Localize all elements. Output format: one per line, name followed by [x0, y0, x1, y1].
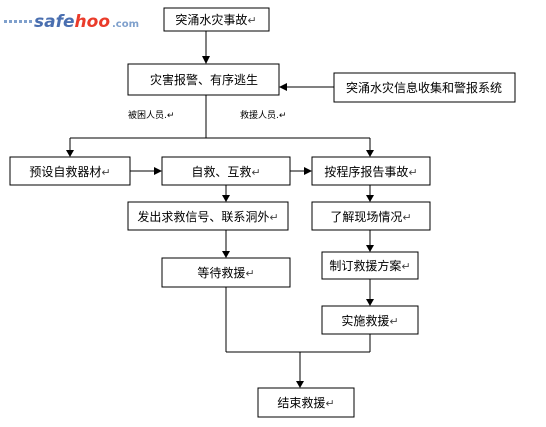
node-self-rescue: 自救、互救↵	[161, 156, 291, 186]
node-end: 结束救援↵	[257, 387, 355, 418]
connectors	[66, 31, 374, 388]
svg-text:突涌水灾信息收集和警报系统: 突涌水灾信息收集和警报系统	[346, 80, 502, 95]
svg-text:预设自救器材↵: 预设自救器材↵	[29, 164, 110, 179]
logo-text-tld: .com	[112, 19, 139, 30]
node-plan: 制订救援方案↵	[321, 251, 419, 280]
node-alarm: 灾害报警、有序逃生	[127, 63, 280, 96]
logo-text-safe: safe	[34, 12, 75, 32]
logo-text-hoo: hoo	[75, 12, 111, 32]
node-implement: 实施救援↵	[321, 305, 419, 335]
node-flood: 突涌水灾事故↵	[163, 7, 270, 32]
paragraph-mark: .↵	[164, 111, 174, 121]
svg-text:自救、互救↵: 自救、互救↵	[191, 164, 260, 179]
node-report: 按程序报告事故↵	[311, 156, 431, 186]
paragraph-mark: .↵	[276, 111, 286, 121]
svg-text:制订救援方案↵: 制订救援方案↵	[329, 258, 410, 273]
safehoo-logo: safehoo .com	[4, 12, 139, 32]
svg-text:safehoo: safehoo	[34, 12, 110, 32]
node-wait: 等待救援↵	[161, 257, 291, 288]
node-info-system: 突涌水灾信息收集和警报系统	[333, 72, 516, 103]
svg-text:发出求救信号、联系洞外↵: 发出求救信号、联系洞外↵	[137, 209, 278, 224]
svg-text:结束救援↵: 结束救援↵	[277, 395, 334, 410]
edge-label-trapped: 被困人员.↵	[128, 109, 174, 121]
svg-text:按程序报告事故↵: 按程序报告事故↵	[324, 164, 417, 179]
node-signal: 发出求救信号、联系洞外↵	[127, 201, 289, 231]
logo-dots	[4, 20, 32, 23]
svg-text:灾害报警、有序逃生: 灾害报警、有序逃生	[150, 72, 258, 87]
node-understand: 了解现场情况↵	[311, 201, 431, 231]
svg-text:等待救援↵: 等待救援↵	[197, 265, 254, 280]
svg-text:了解现场情况↵: 了解现场情况↵	[330, 210, 411, 224]
node-preset: 预设自救器材↵	[9, 156, 131, 186]
svg-text:实施救援↵: 实施救援↵	[341, 313, 398, 328]
edge-label-rescuers: 救援人员.↵	[240, 109, 286, 121]
svg-text:突涌水灾事故↵: 突涌水灾事故↵	[175, 12, 256, 27]
